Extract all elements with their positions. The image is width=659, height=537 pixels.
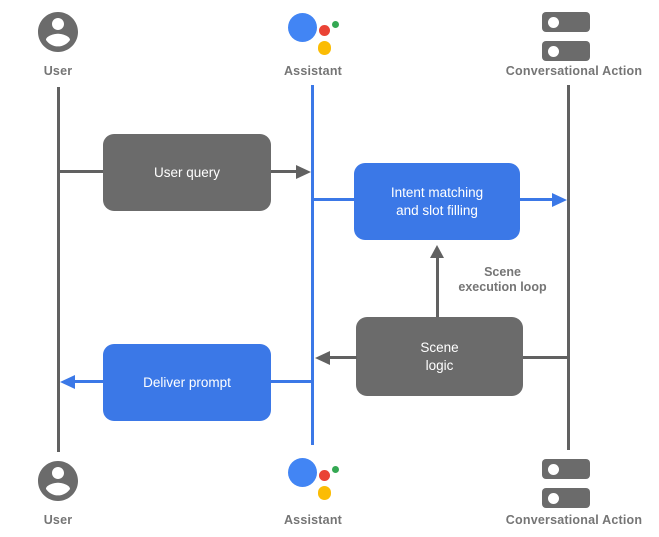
intent-matching-box: Intent matching and slot filling	[354, 163, 520, 240]
deliver-prompt-box: Deliver prompt	[103, 344, 271, 421]
server-unit	[542, 12, 590, 32]
user-query-label: User query	[153, 164, 221, 180]
connector-deliver-to-user	[72, 380, 104, 383]
assistant-label-top: Assistant	[283, 64, 343, 78]
user-icon	[38, 12, 78, 52]
user-lifeline	[57, 87, 60, 452]
user-label-bottom: User	[43, 513, 73, 527]
server-unit	[542, 41, 590, 61]
server-icon	[542, 459, 590, 508]
arrowhead-right-icon	[552, 192, 567, 207]
conversational-action-lifeline	[567, 85, 570, 450]
intent-matching-label-line2: and slot filling	[396, 202, 478, 218]
conversational-action-label-bottom: Conversational Action	[505, 513, 643, 527]
google-assistant-icon	[286, 10, 342, 60]
server-unit	[542, 488, 590, 508]
scene-logic-label-line2: logic	[425, 357, 454, 373]
assistant-green-circle	[331, 465, 339, 473]
intent-matching-label-line1: Intent matching	[390, 184, 484, 200]
connector-query-to-assistant	[271, 170, 297, 173]
user-label-top: User	[43, 64, 73, 78]
connector-scene-to-assistant	[330, 356, 357, 359]
arrowhead-left-icon	[60, 374, 75, 389]
scene-logic-label-line1: Scene	[420, 339, 459, 355]
server-dot	[548, 16, 559, 28]
scene-execution-loop-line2: execution loop	[458, 280, 547, 294]
conversational-action-label-top: Conversational Action	[505, 64, 643, 78]
scene-execution-loop-label: Scene execution loop	[440, 265, 565, 295]
google-assistant-icon	[286, 455, 342, 505]
connector-assistant-to-intent	[314, 198, 354, 201]
assistant-green-circle	[331, 20, 339, 28]
scene-logic-box: Scene logic	[356, 317, 523, 396]
user-query-box: User query	[103, 134, 271, 211]
scene-execution-loop-line1: Scene	[484, 265, 521, 279]
connector-intent-to-action	[520, 198, 552, 201]
server-dot	[548, 45, 559, 57]
user-icon	[38, 461, 78, 501]
assistant-label-bottom: Assistant	[283, 513, 343, 527]
assistant-lifeline	[311, 85, 314, 445]
assistant-yellow-circle	[317, 41, 331, 55]
deliver-prompt-label: Deliver prompt	[143, 374, 231, 390]
assistant-red-circle	[318, 24, 330, 36]
assistant-red-circle	[318, 469, 330, 481]
connector-user-to-query	[58, 170, 104, 173]
arrowhead-right-icon	[296, 164, 311, 179]
assistant-yellow-circle	[317, 486, 331, 500]
server-icon	[542, 12, 590, 61]
arrowhead-left-icon	[315, 350, 330, 365]
server-unit	[542, 459, 590, 479]
connector-assistant-to-deliver	[271, 380, 314, 383]
assistant-blue-circle	[287, 457, 317, 487]
arrowhead-up-icon	[430, 245, 444, 258]
connector-action-to-scene	[523, 356, 568, 359]
server-dot	[548, 463, 559, 475]
connector-scene-to-intent	[436, 258, 439, 318]
server-dot	[548, 492, 559, 504]
assistant-blue-circle	[287, 12, 317, 42]
